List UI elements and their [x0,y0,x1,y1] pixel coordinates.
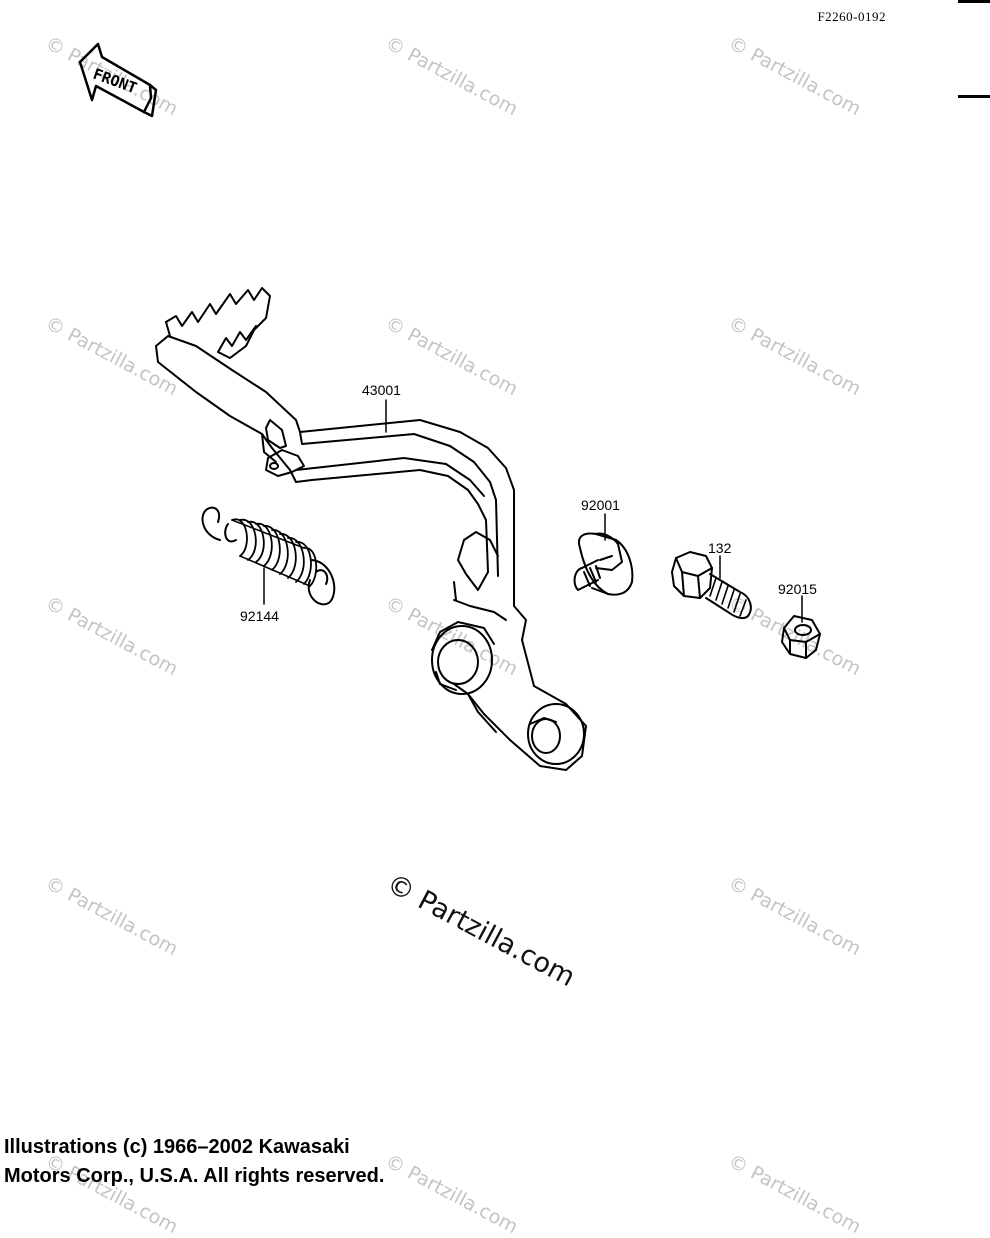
drawing-code: F2260-0192 [817,9,886,24]
return-spring-92144 [201,506,336,606]
front-arrow-icon: FRONT [78,42,158,118]
brake-pedal-43001 [155,287,587,771]
flange-bolt-92001 [573,532,634,596]
nut-92015 [781,615,821,659]
part-label-92144[interactable]: 92144 [240,608,279,624]
part-label-43001[interactable]: 43001 [362,382,401,398]
front-arrow-label: FRONT [91,65,140,97]
part-label-92015[interactable]: 92015 [778,581,817,597]
bolt-132 [671,551,752,620]
margin-tick-top [958,0,990,3]
copyright-line-2: Motors Corp., U.S.A. All rights reserved… [4,1165,385,1187]
margin-tick-mid [958,95,990,98]
part-label-92001[interactable]: 92001 [581,497,620,513]
copyright-notice: Illustrations (c) 1966–2002 Kawasaki Mot… [4,1133,384,1191]
part-label-132[interactable]: 132 [708,540,732,556]
parts-diagram: FRONT [78,42,821,771]
copyright-line-1: Illustrations (c) 1966–2002 Kawasaki [4,1136,350,1158]
